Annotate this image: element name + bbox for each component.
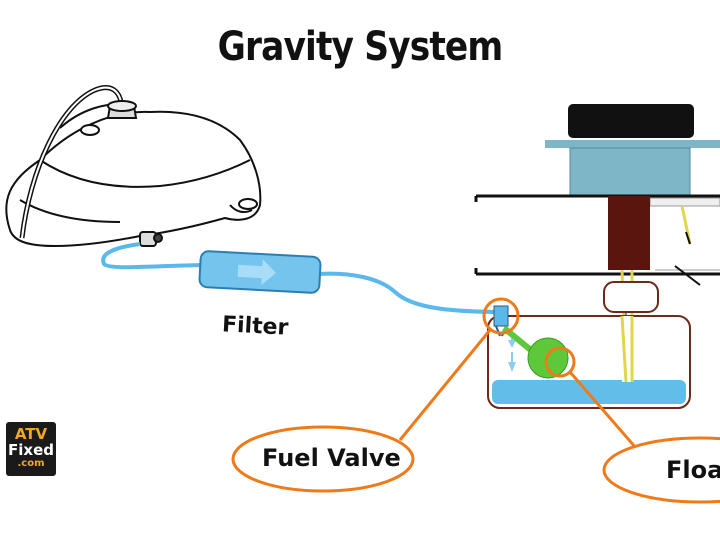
carb-cap xyxy=(545,104,720,197)
callout-lines xyxy=(398,297,638,449)
logo-line-1: ATV xyxy=(14,425,48,443)
carb-mid-ring xyxy=(603,281,659,313)
filter-label: Filter xyxy=(221,312,290,341)
atv-fixed-logo: ATV Fixed .com xyxy=(6,422,56,476)
fuel-line-lower xyxy=(317,271,506,314)
logo-line-2: Fixed xyxy=(8,441,54,459)
diagram-title: Gravity System xyxy=(217,24,504,70)
carb-slide xyxy=(608,196,650,270)
carb-body xyxy=(474,194,720,286)
fuel-filter xyxy=(198,250,322,294)
fuel-valve-label: Fuel Valve xyxy=(262,444,401,472)
float-callout xyxy=(602,436,720,504)
float-bowl xyxy=(487,315,691,409)
fuel-tank xyxy=(5,85,262,248)
fuel-line-upper xyxy=(101,242,203,270)
fuel-valve-callout xyxy=(231,425,415,493)
logo-line-3: .com xyxy=(17,458,45,469)
float-label: Float xyxy=(666,456,720,484)
